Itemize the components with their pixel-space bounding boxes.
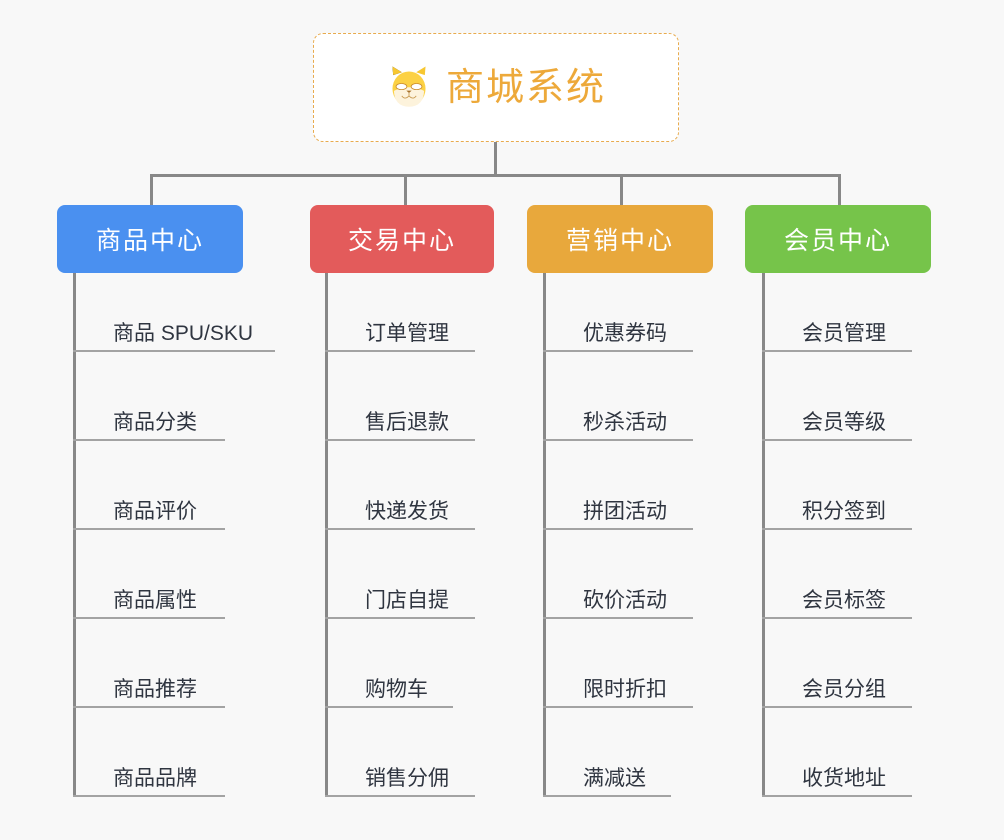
leaf-item-underline — [325, 350, 475, 352]
leaf-item-label: 砍价活动 — [583, 589, 667, 612]
category-box-4[interactable]: 会员中心 — [745, 205, 931, 273]
leaf-item[interactable]: 会员管理 — [762, 273, 922, 362]
category-label: 交易中心 — [347, 227, 456, 255]
leaf-item[interactable]: 商品推荐 — [73, 629, 235, 718]
leaf-item-underline — [762, 795, 912, 797]
root-node[interactable]: 商城系统 — [313, 33, 679, 142]
leaf-item-label: 满减送 — [583, 767, 646, 790]
leaf-item[interactable]: 收货地址 — [762, 718, 922, 807]
leaf-item-label: 销售分佣 — [365, 767, 449, 790]
leaf-item[interactable]: 商品分类 — [73, 362, 235, 451]
leaf-item-label: 优惠券码 — [583, 322, 667, 345]
leaf-item-label: 秒杀活动 — [583, 411, 667, 434]
leaf-item[interactable]: 优惠券码 — [543, 273, 703, 362]
leaf-item-underline — [762, 706, 912, 708]
leaf-item[interactable]: 会员标签 — [762, 540, 922, 629]
leaf-item[interactable]: 积分签到 — [762, 451, 922, 540]
leaf-item-underline — [325, 706, 453, 708]
category-label: 会员中心 — [783, 227, 892, 255]
leaf-item-label: 售后退款 — [365, 411, 449, 434]
leaf-item[interactable]: 快递发货 — [325, 451, 485, 540]
leaf-item-label: 商品分类 — [113, 411, 197, 434]
leaf-item[interactable]: 购物车 — [325, 629, 463, 718]
leaf-item[interactable]: 限时折扣 — [543, 629, 703, 718]
shiba-dog-icon — [392, 65, 426, 107]
leaf-item[interactable]: 商品品牌 — [73, 718, 235, 807]
leaf-item[interactable]: 商品 SPU/SKU — [73, 273, 285, 362]
category-box-3[interactable]: 营销中心 — [527, 205, 713, 273]
leaf-item-label: 拼团活动 — [583, 500, 667, 523]
leaf-item-label: 会员分组 — [802, 678, 886, 701]
leaf-item-label: 会员等级 — [802, 411, 886, 434]
leaf-item-label: 商品品牌 — [113, 767, 197, 790]
leaf-item-label: 会员管理 — [802, 322, 886, 345]
leaf-item-underline — [543, 617, 693, 619]
leaf-item-label: 商品 SPU/SKU — [113, 322, 254, 345]
leaf-item[interactable]: 商品属性 — [73, 540, 235, 629]
leaf-item[interactable]: 满减送 — [543, 718, 681, 807]
leaf-item-underline — [325, 617, 475, 619]
leaf-item-label: 门店自提 — [365, 589, 449, 612]
leaf-item-underline — [762, 350, 912, 352]
category-box-2[interactable]: 交易中心 — [310, 205, 494, 273]
leaf-item-underline — [73, 617, 225, 619]
connector-root-drop — [494, 142, 497, 176]
leaf-item[interactable]: 门店自提 — [325, 540, 485, 629]
leaf-item-underline — [543, 795, 671, 797]
root-title: 商城系统 — [445, 66, 606, 109]
category-label: 商品中心 — [95, 227, 204, 255]
leaf-spine — [543, 273, 546, 797]
leaf-item-underline — [73, 439, 225, 441]
leaf-item-underline — [325, 439, 475, 441]
leaf-item-underline — [73, 528, 225, 530]
leaf-item-underline — [543, 350, 693, 352]
leaf-item[interactable]: 订单管理 — [325, 273, 485, 362]
leaf-item-label: 限时折扣 — [583, 678, 667, 701]
leaf-item-underline — [762, 528, 912, 530]
leaf-item-label: 快递发货 — [365, 500, 449, 523]
leaf-item[interactable]: 拼团活动 — [543, 451, 703, 540]
leaf-item-label: 商品属性 — [113, 589, 197, 612]
leaf-item-label: 会员标签 — [802, 589, 886, 612]
connector-branch-drop-3 — [620, 174, 623, 207]
connector-branch-drop-1 — [150, 174, 153, 207]
leaf-spine — [762, 273, 765, 797]
leaf-item-underline — [762, 617, 912, 619]
leaf-item-label: 商品评价 — [113, 500, 197, 523]
leaf-item-underline — [543, 528, 693, 530]
connector-bus — [150, 174, 841, 177]
leaf-item-underline — [543, 439, 693, 441]
leaf-item-label: 积分签到 — [802, 500, 886, 523]
leaf-item[interactable]: 秒杀活动 — [543, 362, 703, 451]
leaf-item-underline — [325, 795, 475, 797]
leaf-item[interactable]: 售后退款 — [325, 362, 485, 451]
leaf-item-label: 订单管理 — [365, 322, 449, 345]
leaf-item-underline — [73, 706, 225, 708]
leaf-item-underline — [543, 706, 693, 708]
leaf-item-underline — [762, 439, 912, 441]
leaf-item[interactable]: 销售分佣 — [325, 718, 485, 807]
leaf-item-underline — [73, 795, 225, 797]
connector-branch-drop-4 — [838, 174, 841, 207]
leaf-item[interactable]: 砍价活动 — [543, 540, 703, 629]
leaf-item[interactable]: 商品评价 — [73, 451, 235, 540]
leaf-spine — [73, 273, 76, 797]
connector-branch-drop-2 — [404, 174, 407, 207]
leaf-item-label: 收货地址 — [802, 767, 886, 790]
leaf-item-underline — [73, 350, 275, 352]
leaf-item[interactable]: 会员分组 — [762, 629, 922, 718]
leaf-item-label: 购物车 — [365, 678, 428, 701]
category-box-1[interactable]: 商品中心 — [57, 205, 243, 273]
leaf-item-label: 商品推荐 — [113, 678, 197, 701]
leaf-item-underline — [325, 528, 475, 530]
category-label: 营销中心 — [565, 227, 674, 255]
leaf-spine — [325, 273, 328, 797]
leaf-item[interactable]: 会员等级 — [762, 362, 922, 451]
